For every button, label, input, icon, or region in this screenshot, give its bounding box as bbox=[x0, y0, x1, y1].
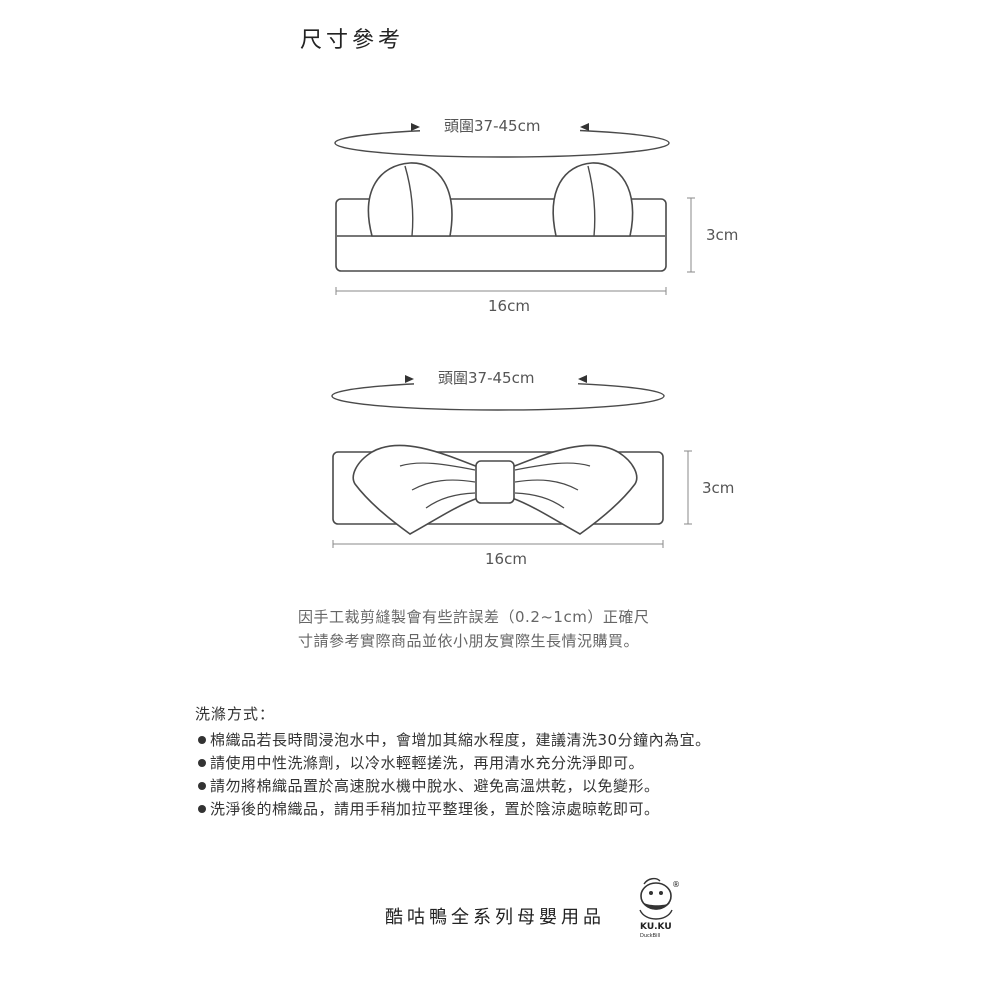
care-item: 請勿將棉織品置於高速脫水機中脫水、避免高溫烘乾，以免變形。 bbox=[198, 775, 711, 798]
care-list: 棉織品若長時間浸泡水中，會增加其縮水程度，建議清洗30分鐘內為宜。 請使用中性洗… bbox=[198, 729, 711, 821]
left-ear bbox=[367, 162, 453, 237]
care-item: 棉織品若長時間浸泡水中，會增加其縮水程度，建議清洗30分鐘內為宜。 bbox=[198, 729, 711, 752]
arrow-left-icon bbox=[578, 375, 587, 383]
logo-text: KU.KU bbox=[640, 922, 672, 932]
arrow-left-icon bbox=[580, 123, 589, 131]
care-item: 請使用中性洗滌劑，以冷水輕輕搓洗，再用清水充分洗淨即可。 bbox=[198, 752, 711, 775]
arrow-right-icon bbox=[405, 375, 414, 383]
height-label: 3cm bbox=[706, 226, 739, 244]
bow-right-wing bbox=[511, 444, 638, 535]
bow-knot bbox=[475, 460, 515, 504]
width-label: 16cm bbox=[488, 297, 530, 315]
size-note-line-1: 因手工裁剪縫製會有些許誤差（0.2~1cm）正確尺 bbox=[298, 608, 650, 626]
bullet-icon bbox=[198, 735, 206, 744]
logo-registered-mark: ® bbox=[672, 880, 680, 889]
care-title: 洗滌方式： bbox=[195, 705, 276, 723]
care-item: 洗淨後的棉織品，請用手稍加拉平整理後，置於陰涼處晾乾即可。 bbox=[198, 798, 711, 821]
arrow-right-icon bbox=[411, 123, 420, 131]
bow-left-wing bbox=[352, 444, 479, 535]
size-note-line-2: 寸請參考實際商品並依小朋友實際生長情況購買。 bbox=[298, 632, 640, 650]
circumference-label: 頭圍37-45cm bbox=[444, 117, 541, 135]
bullet-icon bbox=[198, 781, 206, 790]
width-label-2: 16cm bbox=[485, 550, 527, 568]
size-note: 因手工裁剪縫製會有些許誤差（0.2~1cm）正確尺 寸請參考實際商品並依小朋友實… bbox=[298, 605, 738, 653]
circumference-label-2: 頭圍37-45cm bbox=[438, 369, 535, 387]
bullet-icon bbox=[198, 804, 206, 813]
logo-subtext: DuckBill bbox=[640, 933, 661, 939]
kuku-duck-logo-icon bbox=[639, 877, 673, 920]
footer-brand-text: 酷咕鴨全系列母嬰用品 bbox=[385, 907, 605, 928]
bullet-icon bbox=[198, 758, 206, 767]
page-title: 尺寸參考 bbox=[300, 28, 405, 53]
right-ear bbox=[552, 162, 634, 237]
height-label-2: 3cm bbox=[702, 479, 735, 497]
